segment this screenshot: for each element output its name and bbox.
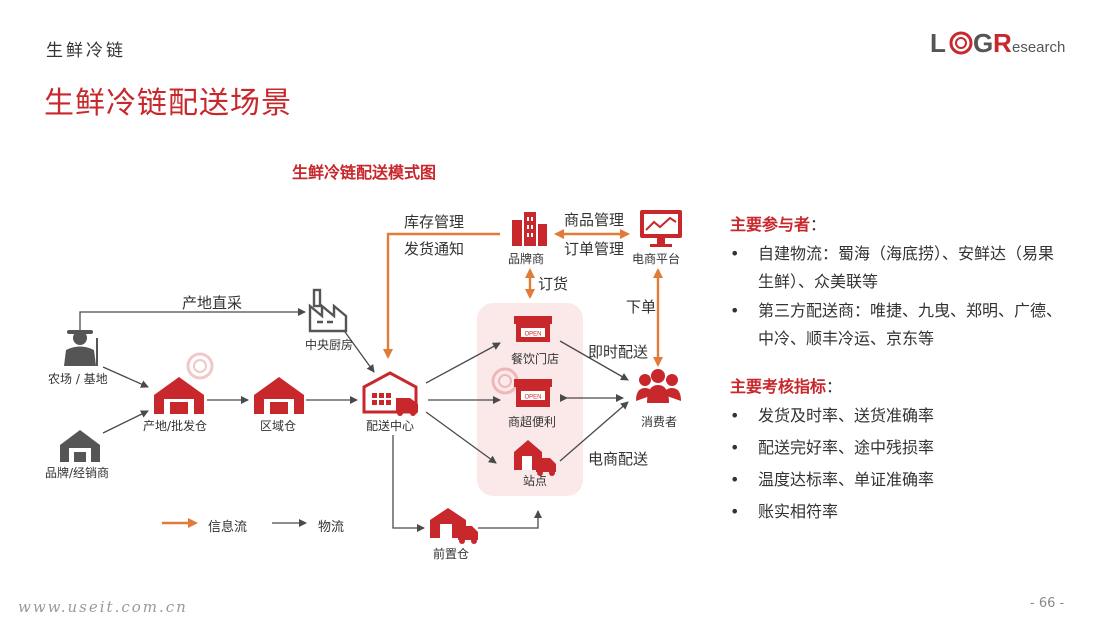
distribution-center-icon <box>362 371 418 416</box>
warehouse-dark-icon <box>60 430 100 462</box>
flow-station-consumer <box>559 401 629 462</box>
node-brand-dealer: 品牌/经销商 <box>45 466 110 480</box>
flow-dc-front <box>392 435 425 532</box>
flow-front-consumer <box>478 510 542 529</box>
flow-kitchen-dc <box>344 331 375 373</box>
svg-text:L: L <box>930 28 946 58</box>
station-icon <box>514 440 556 476</box>
node-ecommerce: 电商平台 <box>632 252 681 266</box>
node-central-kitchen: 中央厨房 <box>305 338 354 352</box>
factory-icon <box>308 288 348 333</box>
section-label: 生鲜冷链 <box>46 41 126 61</box>
flow-label-ecom-delivery: 电商配送 <box>588 450 649 468</box>
flow-dc-station <box>425 411 497 464</box>
footer-url: www.useit.com.cn <box>18 598 188 616</box>
kpi-item: •发货及时率、送货准确率 <box>730 406 935 425</box>
flow-label-product-mgmt: 商品管理 <box>564 211 625 229</box>
flow-farm-kitchen <box>79 308 306 330</box>
participants-heading: 主要参与者： <box>730 215 827 234</box>
node-consumer: 消费者 <box>641 415 678 429</box>
building-icon <box>512 212 547 246</box>
flow-label-instant-delivery: 即时配送 <box>588 343 649 361</box>
kpi-item: •配送完好率、途中残损率 <box>730 438 935 457</box>
node-front-warehouse: 前置仓 <box>433 547 470 561</box>
node-origin-warehouse: 产地/批发仓 <box>143 419 208 433</box>
svg-text:G: G <box>973 28 993 58</box>
store-supermarket-icon: OPEN <box>514 379 552 407</box>
flow-brand-origin <box>102 410 149 434</box>
flow-dc-restaurant <box>425 342 501 384</box>
farmer-icon <box>64 330 98 366</box>
node-station: 站点 <box>523 474 548 488</box>
participant-item: •自建物流：蜀海（海底捞）、安鲜达（易果生鲜）、众美联等 <box>730 244 1055 291</box>
svg-text:esearch: esearch <box>1012 39 1065 56</box>
flow-label-inventory: 库存管理 <box>404 213 465 231</box>
svg-text:OPEN: OPEN <box>524 395 541 401</box>
flow-label-place-order: 下单 <box>626 298 657 316</box>
front-warehouse-icon <box>430 508 478 544</box>
info-brand-dc <box>383 232 500 359</box>
diagram-title: 生鲜冷链配送模式图 <box>292 163 437 182</box>
svg-text:R: R <box>993 28 1012 58</box>
node-farm: 农场 / 基地 <box>48 372 108 386</box>
warehouse-red-icon <box>254 377 304 414</box>
node-supermarket: 商超便利 <box>508 415 557 429</box>
ecommerce-monitor-icon <box>640 210 682 247</box>
flow-farm-origin <box>102 366 149 388</box>
consumers-icon <box>636 369 681 403</box>
legend-info: 信息流 <box>208 520 248 535</box>
node-brand: 品牌商 <box>508 252 545 266</box>
warehouse-red-icon <box>154 377 204 414</box>
legend-logistics: 物流 <box>318 520 345 535</box>
flow-label-order-mgmt: 订单管理 <box>564 240 625 258</box>
kpi-heading: 主要考核指标： <box>730 377 843 396</box>
page-title: 生鲜冷链配送场景 <box>44 86 292 121</box>
store-restaurant-icon: OPEN <box>514 316 552 342</box>
flow-label-ordering: 订货 <box>538 275 569 293</box>
participant-item: •第三方配送商：唯捷、九曳、郑明、广德、中冷、顺丰冷运、京东等 <box>730 301 1063 348</box>
svg-text:OPEN: OPEN <box>524 332 541 338</box>
kpi-item: •账实相符率 <box>730 502 839 521</box>
node-restaurant: 餐饮门店 <box>511 352 560 366</box>
flow-label-direct-sourcing: 产地直采 <box>182 294 243 312</box>
node-regional-warehouse: 区域仓 <box>260 419 297 433</box>
logresearch-logo: L G R esearch <box>930 28 1065 58</box>
node-distribution-center: 配送中心 <box>366 419 415 433</box>
kpi-item: •温度达标率、单证准确率 <box>730 470 935 489</box>
flow-label-shipping-notice: 发货通知 <box>404 240 465 258</box>
page-number: - 66 - <box>1030 596 1065 611</box>
flow-restaurant-consumer <box>559 340 629 381</box>
